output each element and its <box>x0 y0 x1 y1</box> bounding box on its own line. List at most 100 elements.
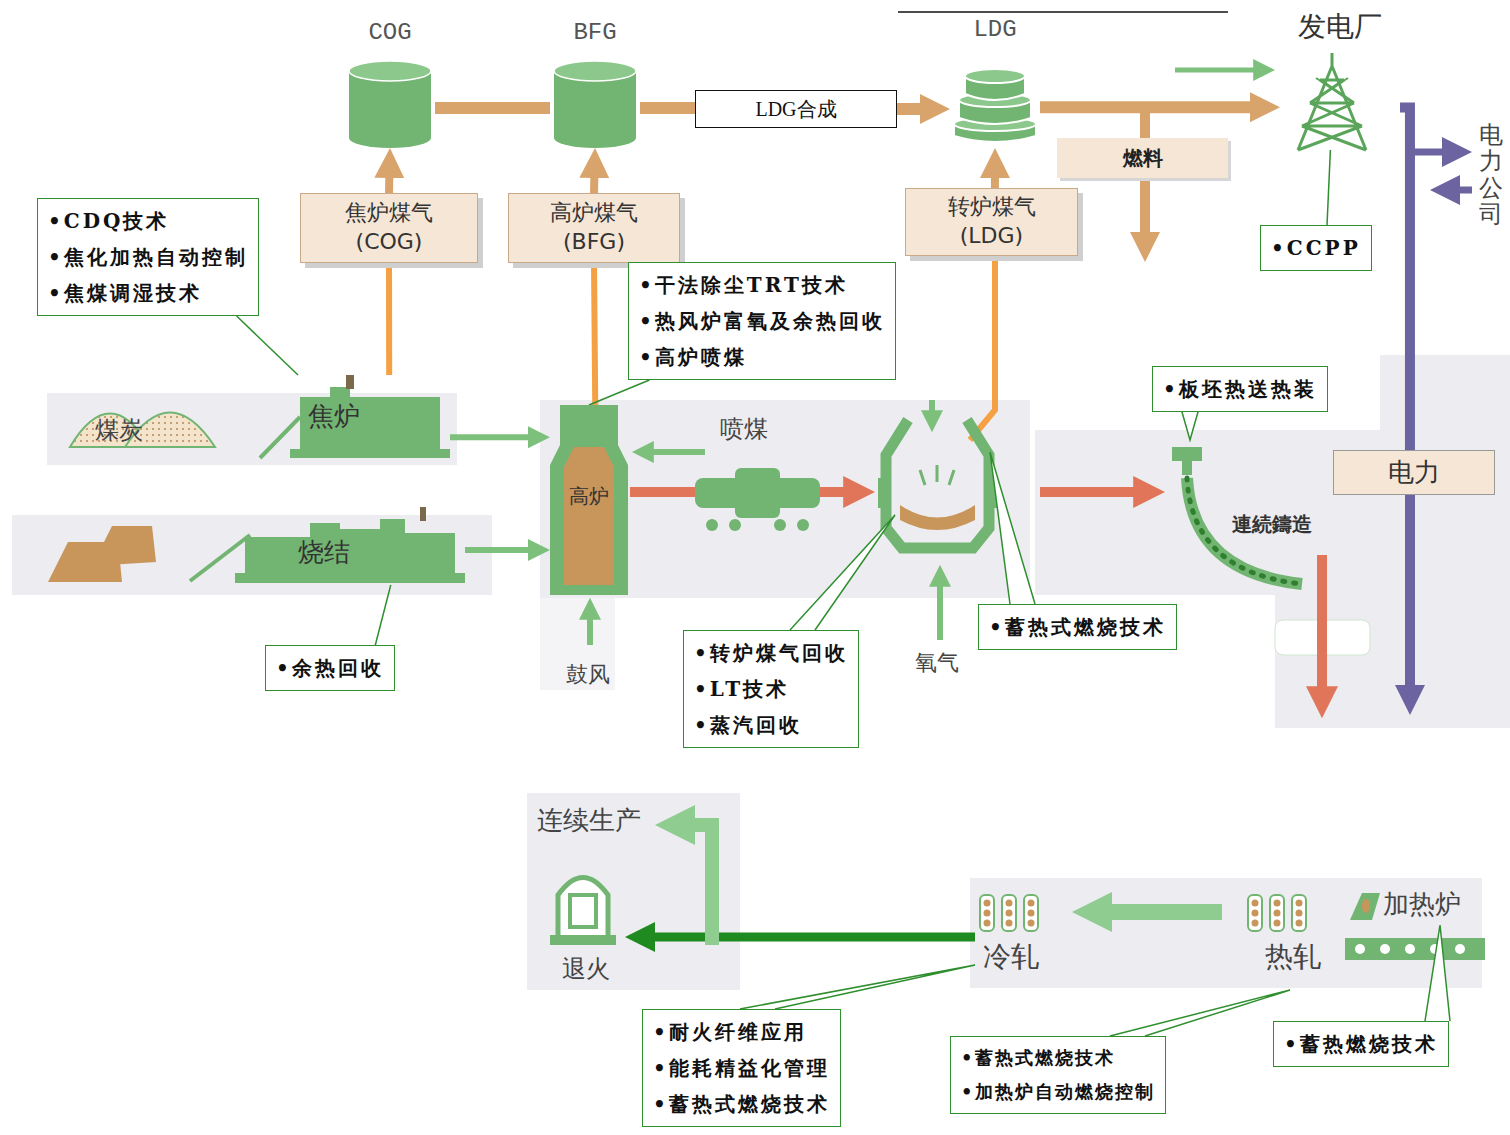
callout-leader <box>740 965 975 1009</box>
flow-connector <box>991 166 999 188</box>
node-text: 焦炉 <box>308 399 360 434</box>
part-label: 退火 <box>562 953 610 985</box>
flow-connector <box>1400 107 1410 450</box>
power-line <box>1410 149 1454 156</box>
torpedo-car <box>774 519 786 531</box>
heating-furnace <box>1405 944 1415 954</box>
power-plant-shape <box>1298 53 1366 150</box>
node-text: COG <box>345 15 435 46</box>
node-text: 发电厂 <box>1280 8 1400 46</box>
node-text: BFG <box>550 15 640 46</box>
part-label: 连续生产 <box>537 803 641 838</box>
gas-holder-shape <box>349 71 431 148</box>
blast-furnace-shape <box>564 447 614 585</box>
part-label: 氧气 <box>915 648 959 678</box>
power-plant-shape <box>1298 53 1366 150</box>
torpedo-car <box>706 519 718 531</box>
background-panel <box>1380 355 1510 430</box>
flow-arrow <box>587 611 593 645</box>
flow-connector <box>897 103 932 115</box>
flow-connector <box>386 263 392 375</box>
sinter-machine-shape <box>245 519 455 575</box>
power-plant-shape <box>1316 78 1348 88</box>
flow-arrow <box>590 70 1262 945</box>
power-box: 电力 <box>1333 450 1495 495</box>
callout-box: •耐火纤维应用•能耗精益化管理•蓄热式燃烧技术 <box>642 1009 841 1127</box>
flow-connector <box>465 547 537 553</box>
callout-box: •干法除尘TRT技术•热风炉富氧及余热回收•高炉喷煤 <box>628 262 896 380</box>
gas-box: 焦炉煤气 (COG) <box>300 193 478 263</box>
flow-connector <box>640 102 695 114</box>
flow-connector <box>594 263 595 405</box>
node-text: •焦煤调湿技术 <box>48 275 248 311</box>
torpedo-car <box>729 519 741 531</box>
node-text: •热风炉富氧及余热回收 <box>639 303 885 339</box>
node-text: •干法除尘TRT技术 <box>639 267 885 303</box>
power-plant: 发电厂 <box>1280 8 1400 150</box>
node-text: •耐火纤维应用 <box>653 1014 830 1050</box>
callout-leader <box>1327 150 1330 225</box>
converter <box>886 420 989 548</box>
node-text: 转炉煤气 (LDG) <box>926 193 1058 250</box>
flow-connector <box>435 102 550 114</box>
callout-box: •蓄热式燃烧技术 <box>978 604 1177 650</box>
power-plant-shape <box>1298 80 1366 150</box>
callout-box: •蓄热燃烧技术 <box>1273 1021 1449 1067</box>
background-panel <box>540 598 615 690</box>
background-panel <box>12 515 492 595</box>
gas-holder: LDG <box>950 12 1040 148</box>
fuel-box: 燃料 <box>1057 138 1228 178</box>
part-label: 喷煤 <box>720 413 768 445</box>
sinter-machine: 烧结 <box>190 515 465 585</box>
node-text: •高炉喷煤 <box>639 339 885 375</box>
node-text: •蓄热式燃烧技术 <box>961 1041 1155 1075</box>
node-text: 烧结 <box>298 535 350 570</box>
rolling-mill <box>1248 895 1306 931</box>
callout-box: •CCPP <box>1260 225 1372 271</box>
sinter-machine-shape <box>235 573 465 583</box>
gas-box: 转炉煤气 (LDG) <box>905 188 1078 256</box>
converter <box>878 420 997 548</box>
gas-box: 高炉煤气 (BFG) <box>508 193 680 263</box>
anneal-furnace <box>558 878 608 936</box>
gas-holder-shape <box>554 71 636 148</box>
node-text: •LT技术 <box>694 671 848 707</box>
node-text: 高炉煤气 (BFG) <box>528 199 660 256</box>
gas-pipe <box>970 256 995 440</box>
part-label: 鼓风 <box>566 660 610 690</box>
node-text: 焦炉煤气 (COG) <box>323 199 455 256</box>
flow-connector <box>590 166 599 193</box>
node-text: •余热回收 <box>276 650 384 686</box>
rolling-mill <box>980 895 1038 931</box>
gas-holder: BFG <box>550 15 640 148</box>
node-text: 燃料 <box>1123 145 1163 172</box>
converter <box>878 478 886 508</box>
rolling-mill <box>980 895 1306 931</box>
node-text: •加热炉自动燃烧控制 <box>961 1075 1155 1109</box>
sinter-ore <box>92 526 156 566</box>
part-label: 热轧 <box>1265 938 1321 976</box>
torpedo-car <box>695 468 820 531</box>
node-text: 高炉 <box>569 483 609 510</box>
node-text: •CDQ技术 <box>48 203 248 239</box>
converter <box>900 505 975 530</box>
callout-leader <box>237 316 298 375</box>
anneal-furnace <box>550 935 616 945</box>
node-text: •板坯热送热装 <box>1163 371 1317 407</box>
crop-line <box>898 12 1228 13</box>
background-panel <box>1275 595 1510 728</box>
node-text: •蒸汽回收 <box>694 707 848 743</box>
background-panel <box>527 793 740 990</box>
node-text: •蓄热燃烧技术 <box>1284 1026 1438 1062</box>
node-text: •蓄热式燃烧技术 <box>653 1086 830 1122</box>
crop-line <box>898 11 1228 13</box>
flow-connector <box>450 434 537 440</box>
flow-arrow <box>643 933 975 942</box>
heating-furnace <box>1345 938 1485 960</box>
node-text: •能耗精益化管理 <box>653 1050 830 1086</box>
gas-holder-shape <box>965 69 1025 83</box>
blast-furnace: 高炉 <box>550 405 628 595</box>
gas-holder: COG <box>345 15 435 148</box>
converter <box>920 465 954 485</box>
background-panel <box>1035 430 1510 595</box>
